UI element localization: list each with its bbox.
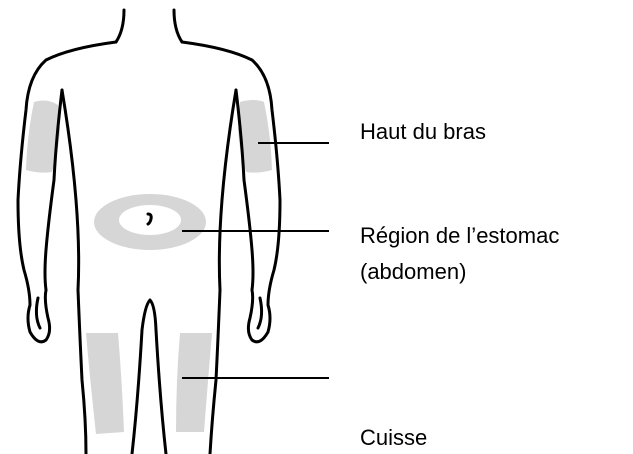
inner-legs	[132, 300, 166, 454]
right-arm-outer	[182, 42, 280, 342]
torso-right	[219, 90, 236, 290]
neck-left	[116, 10, 124, 42]
neck-right	[174, 10, 182, 42]
injection-zones	[26, 100, 272, 434]
left-arm-outer	[18, 42, 116, 342]
right-thumb	[258, 298, 262, 328]
right-leg-outer	[210, 290, 220, 454]
left-thumb	[36, 298, 40, 328]
label-thigh: Cuisse	[360, 424, 427, 452]
torso-left	[62, 90, 79, 290]
zone-thigh-right	[176, 333, 212, 432]
zone-thigh-left	[86, 333, 124, 434]
left-leg-outer	[78, 290, 86, 454]
label-upper-arm: Haut du bras	[360, 118, 486, 146]
label-stomach-region: Région de l’estomac	[360, 222, 559, 250]
label-abdomen: (abdomen)	[360, 258, 466, 286]
